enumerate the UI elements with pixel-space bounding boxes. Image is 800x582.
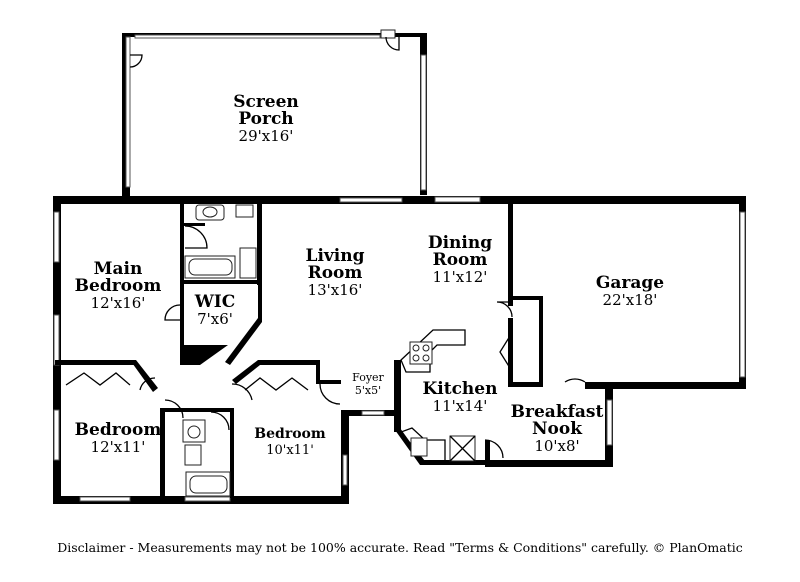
- living-room-label-2: Room: [308, 263, 363, 283]
- screen-porch-label: Screen: [233, 92, 299, 112]
- dining-room-label-2: Room: [433, 250, 488, 270]
- breakfast-nook-dimensions: 10'x8': [534, 437, 579, 455]
- living-room-dimensions: 13'x16': [308, 281, 363, 299]
- exterior-walls: [53, 196, 746, 504]
- wic-dimensions: 7'x6': [197, 310, 233, 328]
- dining-room-label: Dining: [428, 233, 492, 253]
- interior-walls: [55, 196, 586, 498]
- main-bedroom-dimensions: 12'x16': [91, 294, 146, 312]
- bedroom-left-label: Bedroom: [75, 420, 162, 440]
- foyer-dimensions: 5'x5': [355, 384, 381, 397]
- main-bedroom-label-2: Bedroom: [75, 276, 162, 296]
- kitchen-label: Kitchen: [423, 379, 498, 399]
- bedroom-right-label: Bedroom: [254, 426, 326, 442]
- bedroom-right-dimensions: 10'x11': [266, 443, 314, 458]
- garage-label: Garage: [596, 273, 664, 293]
- garage-dimensions: 22'x18': [603, 291, 658, 309]
- main-bedroom-label: Main: [94, 259, 143, 279]
- breakfast-nook-label-2: Nook: [532, 419, 583, 439]
- screen-porch-walls: [122, 29, 427, 198]
- foyer-label: Foyer: [352, 371, 384, 384]
- kitchen-dimensions: 11'x14': [433, 397, 488, 415]
- breakfast-nook-label: Breakfast: [511, 402, 604, 422]
- dining-room-dimensions: 11'x12': [433, 268, 488, 286]
- wic-label: WIC: [194, 292, 236, 312]
- living-room-label: Living: [306, 246, 365, 266]
- room-labels: Screen Porch 29'x16' Main Bedroom 12'x16…: [75, 92, 665, 458]
- bedroom-left-dimensions: 12'x11': [91, 438, 146, 456]
- screen-porch-label-2: Porch: [238, 109, 293, 129]
- screen-porch-dimensions: 29'x16': [239, 127, 294, 145]
- disclaimer-text: Disclaimer - Measurements may not be 100…: [57, 540, 743, 555]
